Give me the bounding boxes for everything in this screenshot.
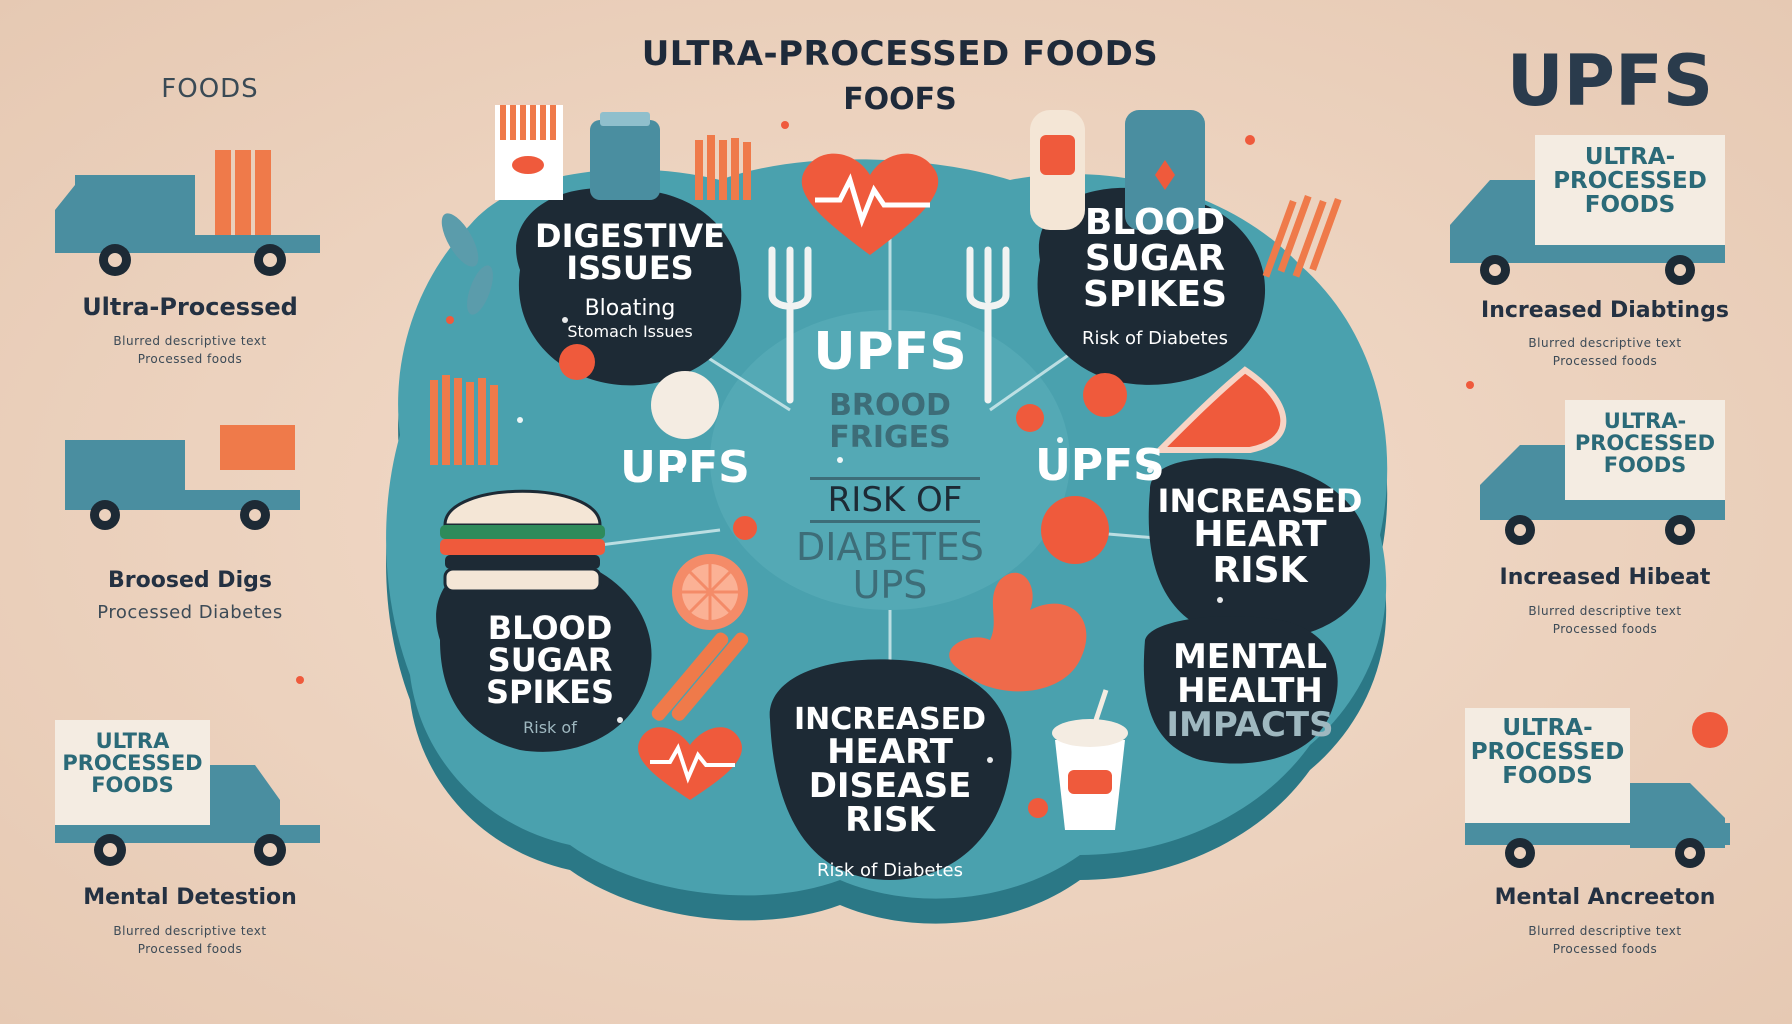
- center-boxed: RISK OF: [810, 477, 980, 523]
- right-panel-1-caption: Increased Diabtings: [1481, 298, 1729, 323]
- right-panel-2-caption: Increased Hibeat: [1499, 565, 1711, 590]
- orange-slice-icon: [672, 554, 748, 630]
- churro-icon: [651, 632, 749, 721]
- center-lines2: DIABETES UPS: [796, 525, 984, 607]
- center-lines: BROOD FRIGES: [829, 388, 951, 455]
- blob-mental: [1143, 616, 1338, 764]
- left-panel-2-truck: [65, 425, 300, 530]
- left-panel-3-small: Blurred descriptive text Processed foods: [113, 924, 267, 956]
- fork-icon-right: [966, 246, 1010, 404]
- heart-icon-bottom: [638, 727, 742, 800]
- left-panel-1-small: Blurred descriptive text Processed foods: [113, 334, 267, 366]
- blob-blood-sugar-top-sub: Risk of Diabetes: [1081, 328, 1228, 349]
- left-panel-2-small: Processed Diabetes: [97, 602, 283, 623]
- right-panel-3-truck: [1465, 708, 1730, 868]
- fork-icon-left: [768, 246, 812, 404]
- egg-icon: [651, 371, 719, 439]
- stomach-icon: [949, 572, 1087, 692]
- upfs-left-label: UPFS: [620, 442, 750, 493]
- left-panel-3-truck-text: ULTRA PROCESSED FOODS: [62, 729, 203, 798]
- burger-icon: [440, 489, 605, 593]
- subtitle: FOOFS: [843, 82, 957, 117]
- blob-blood-sugar-left-sub: Risk of: [523, 718, 577, 737]
- watermelon-icon: [1152, 366, 1287, 453]
- left-panel-2-caption: Broosed Digs: [108, 568, 272, 593]
- blob-blood-sugar-left: [436, 551, 652, 752]
- upfs-right-label: UPFS: [1035, 440, 1165, 491]
- blob-heart-bottom-title: INCREASED HEART DISEASE RISK: [793, 702, 987, 840]
- blob-digestive-title: DIGESTIVE ISSUES: [535, 217, 725, 287]
- right-panel-2-truck: [1480, 400, 1725, 545]
- cup-icon-top-right: [1125, 110, 1205, 230]
- milkshake-icon: [1052, 689, 1128, 830]
- fries-icon-top-left: [495, 105, 563, 200]
- left-panel-1-truck: [55, 150, 320, 276]
- right-panel-1-truck: [1450, 135, 1725, 285]
- leaf-icon-left: [441, 213, 493, 315]
- right-header: UPFS: [1506, 40, 1714, 122]
- blob-heart-right: [1148, 458, 1370, 640]
- cup-icon-top: [590, 112, 660, 200]
- blob-heart-bottom: [769, 659, 1012, 880]
- blob-blood-sugar-top-title: BLOOD SUGAR SPIKES: [1082, 202, 1228, 315]
- blob-digestive-sub: Bloating Stomach Issues: [567, 296, 693, 341]
- fries-icon-left: [430, 375, 498, 465]
- title: ULTRA-PROCESSED FOODS: [641, 34, 1159, 74]
- fries-icon-right: [1262, 194, 1342, 278]
- tomato-icon-right: [1041, 496, 1109, 564]
- center-upfs: UPFS: [813, 322, 967, 382]
- badge-icon: [1692, 712, 1728, 748]
- right-panel-3-caption: Mental Ancreeton: [1494, 885, 1716, 910]
- left-panel-3-caption: Mental Detestion: [83, 885, 297, 910]
- blob-heart-bottom-sub: Risk of Diabetes: [816, 860, 963, 881]
- right-panel-3-small: Blurred descriptive text Processed foods: [1528, 924, 1682, 956]
- right-panel-1-truck-text: ULTRA- PROCESSED FOODS: [1553, 144, 1707, 219]
- blob-blood-sugar-left-title: BLOOD SUGAR SPIKES: [485, 609, 615, 711]
- right-panel-2-truck-text: ULTRA- PROCESSED FOODS: [1574, 409, 1716, 478]
- blob-blood-sugar-top: [1037, 187, 1266, 385]
- right-panel-2-small: Blurred descriptive text Processed foods: [1528, 604, 1682, 636]
- left-header: FOODS: [161, 74, 259, 104]
- left-panel-1-caption: Ultra-Processed: [82, 293, 298, 321]
- right-panel-3-truck-text: ULTRA- PROCESSED FOODS: [1470, 715, 1625, 790]
- blob-digestive: [516, 188, 742, 386]
- left-panel-3-truck: [55, 720, 320, 866]
- fries-icon-top: [695, 135, 751, 200]
- blob-mental-title: MENTAL HEALTH IMPACTS: [1166, 637, 1334, 745]
- bottle-icon-top-right: [1030, 110, 1085, 230]
- blob-heart-right-title: INCREASED HEART RISK: [1157, 482, 1363, 591]
- right-panel-1-small: Blurred descriptive text Processed foods: [1528, 336, 1682, 368]
- tomato-icon-small: [1083, 373, 1127, 417]
